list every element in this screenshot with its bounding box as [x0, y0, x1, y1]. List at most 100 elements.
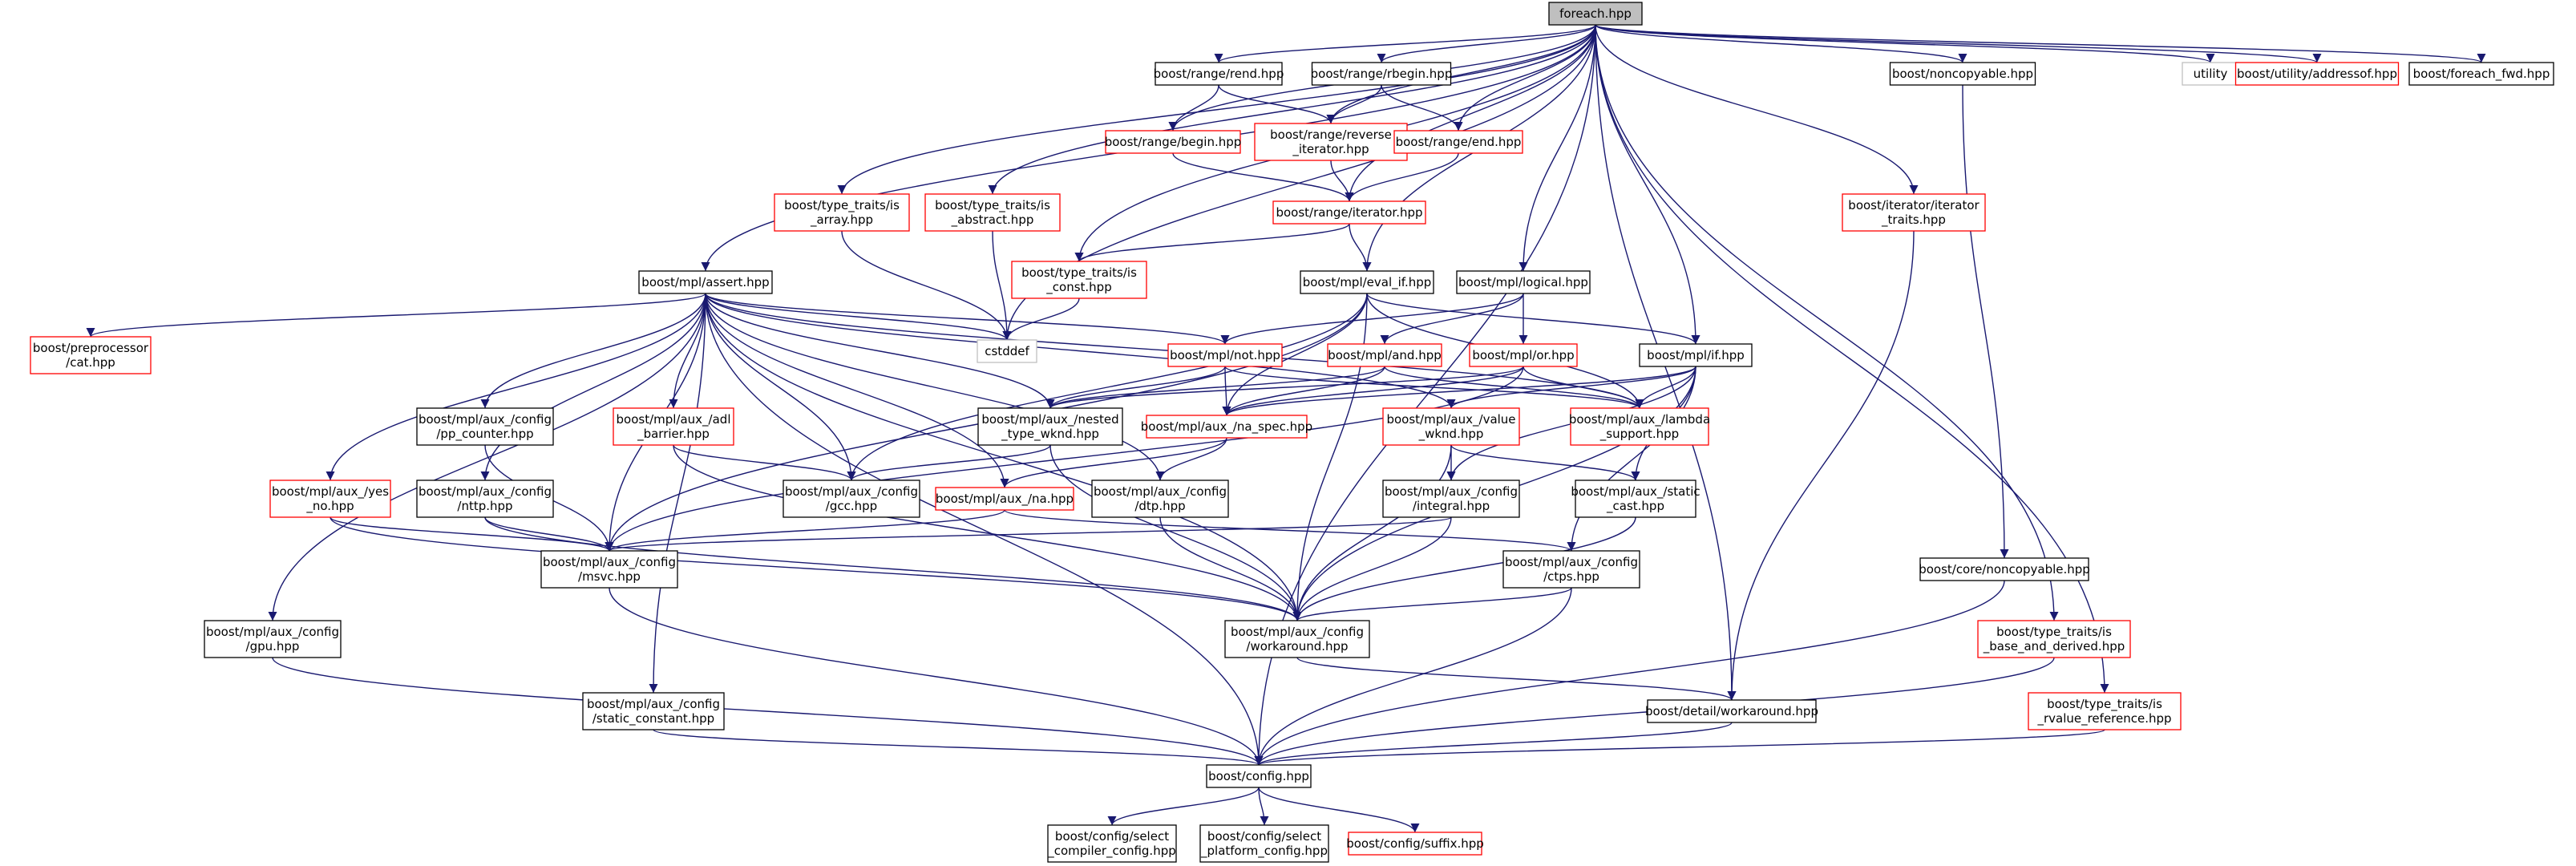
- node-core-noncopyable[interactable]: boost/core/noncopyable.hpp: [1919, 557, 2090, 581]
- node-mpl-or[interactable]: boost/mpl/or.hpp: [1469, 343, 1578, 367]
- node-rend[interactable]: boost/range/rend.hpp: [1154, 62, 1284, 86]
- node-label-line: boost/mpl/and.hpp: [1328, 348, 1442, 362]
- node-integral[interactable]: boost/mpl/aux_/config/integral.hpp: [1382, 480, 1520, 518]
- node-mpl-and[interactable]: boost/mpl/and.hpp: [1327, 343, 1442, 367]
- edge-mpl_if-to-value_wknd: [1446, 366, 1696, 409]
- node-value-wknd[interactable]: boost/mpl/aux_/value_wknd.hpp: [1382, 407, 1520, 446]
- node-nttp[interactable]: boost/mpl/aux_/config/nttp.hpp: [416, 480, 554, 518]
- node-label: boost/mpl/aux_/config/ctps.hpp: [1505, 555, 1638, 584]
- node-utility[interactable]: utility: [2182, 62, 2239, 86]
- node-config[interactable]: boost/config.hpp: [1206, 764, 1312, 788]
- node-is-const[interactable]: boost/type_traits/is_const.hpp: [1011, 261, 1147, 299]
- node-cstddef[interactable]: cstddef: [977, 339, 1037, 363]
- edge-mpl_if-to-lambda_support: [1635, 366, 1696, 409]
- node-label-line: boost/type_traits/is: [935, 198, 1050, 213]
- node-suffix[interactable]: boost/config/suffix.hpp: [1346, 832, 1484, 856]
- node-eval-if[interactable]: boost/mpl/eval_if.hpp: [1300, 270, 1434, 294]
- node-label: boost/config/suffix.hpp: [1346, 836, 1484, 851]
- node-addressof[interactable]: boost/utility/addressof.hpp: [2234, 62, 2400, 86]
- node-mpl-assert[interactable]: boost/mpl/assert.hpp: [638, 270, 773, 294]
- node-pp-counter[interactable]: boost/mpl/aux_/config/pp_counter.hpp: [416, 407, 554, 446]
- edge-mpl_assert-to-dtp: [705, 293, 1165, 481]
- node-yes-no[interactable]: boost/mpl/aux_/yes_no.hpp: [269, 480, 391, 518]
- node-label-line: boost/mpl/aux_/config: [1385, 484, 1518, 500]
- node-label-line: boost/noncopyable.hpp: [1892, 67, 2033, 81]
- node-foreach[interactable]: foreach.hpp: [1548, 2, 1643, 26]
- node-detail-workaround[interactable]: boost/detail/workaround.hpp: [1645, 699, 1818, 723]
- node-label-line: boost/mpl/aux_/config: [785, 484, 918, 500]
- node-label: boost/mpl/aux_/lambda_support.hpp: [1569, 412, 1710, 442]
- node-box: [1146, 415, 1308, 439]
- node-label: boost/mpl/aux_/na_spec.hpp: [1141, 419, 1312, 435]
- node-label-line: boost/mpl/aux_/lambda: [1569, 412, 1710, 427]
- node-label: boost/type_traits/is_base_and_derived.hp…: [1983, 625, 2125, 654]
- node-mpl-if[interactable]: boost/mpl/if.hpp: [1639, 343, 1753, 367]
- node-label: boost/mpl/aux_/config/dtp.hpp: [1094, 484, 1227, 513]
- node-label-line: boost/range/rend.hpp: [1154, 67, 1284, 81]
- node-label-line: /gcc.hpp: [826, 499, 877, 513]
- node-mpl-na[interactable]: boost/mpl/aux_/na.hpp: [935, 487, 1074, 511]
- node-foreach-fwd[interactable]: boost/foreach_fwd.hpp: [2408, 62, 2554, 86]
- node-label-line: boost/mpl/aux_/config: [543, 555, 676, 570]
- edge-rvalue_reference-to-config: [1255, 729, 2105, 766]
- node-nested-type-wknd[interactable]: boost/mpl/aux_/nested_type_wknd.hpp: [977, 407, 1123, 446]
- node-static-cast[interactable]: boost/mpl/aux_/static_cast.hpp: [1571, 480, 1700, 518]
- node-noncopyable[interactable]: boost/noncopyable.hpp: [1889, 62, 2036, 86]
- node-label: boost/foreach_fwd.hpp: [2413, 67, 2550, 82]
- node-pp-cat[interactable]: boost/preprocessor/cat.hpp: [30, 336, 152, 374]
- node-is-abstract[interactable]: boost/type_traits/is_abstract.hpp: [924, 193, 1061, 232]
- node-label-line: boost/mpl/aux_/config: [587, 697, 720, 712]
- node-dtp[interactable]: boost/mpl/aux_/config/dtp.hpp: [1091, 480, 1229, 518]
- node-gcc[interactable]: boost/mpl/aux_/config/gcc.hpp: [783, 480, 920, 518]
- node-box: [977, 339, 1037, 363]
- node-end[interactable]: boost/range/end.hpp: [1393, 130, 1523, 154]
- node-lambda-support[interactable]: boost/mpl/aux_/lambda_support.hpp: [1569, 407, 1710, 446]
- node-label-line: boost/config/select: [1055, 829, 1169, 844]
- node-label-line: boost/mpl/aux_/config: [419, 412, 552, 427]
- node-box: [1977, 620, 2131, 658]
- node-label-line: boost/mpl/aux_/na_spec.hpp: [1141, 419, 1312, 435]
- node-label: boost/mpl/aux_/config/integral.hpp: [1385, 484, 1518, 513]
- node-box: [1348, 832, 1482, 856]
- edge-mpl_assert-to-pp_counter: [480, 293, 706, 409]
- node-label-line: boost/mpl/aux_/config: [1231, 625, 1364, 640]
- node-gpu[interactable]: boost/mpl/aux_/config/gpu.hpp: [204, 620, 342, 658]
- node-msvc[interactable]: boost/mpl/aux_/config/msvc.hpp: [540, 550, 678, 589]
- node-label-line: boost/mpl/or.hpp: [1472, 348, 1574, 362]
- node-static-constant[interactable]: boost/mpl/aux_/config/static_constant.hp…: [582, 692, 725, 730]
- node-reverse-iterator[interactable]: boost/range/reverse_iterator.hpp: [1254, 123, 1408, 161]
- node-select-platform[interactable]: boost/config/select_platform_config.hpp: [1199, 824, 1329, 863]
- node-box: [935, 487, 1074, 511]
- node-mpl-workaround[interactable]: boost/mpl/aux_/config/workaround.hpp: [1224, 620, 1370, 658]
- edge-nested_type_wknd-to-mpl_workaround: [1049, 444, 1302, 621]
- node-ctps[interactable]: boost/mpl/aux_/config/ctps.hpp: [1502, 550, 1640, 589]
- node-box: [1311, 62, 1452, 86]
- node-base-and-derived[interactable]: boost/type_traits/is_base_and_derived.hp…: [1977, 620, 2131, 658]
- node-label-line: _platform_config.hpp: [1200, 844, 1328, 859]
- node-adl-barrier[interactable]: boost/mpl/aux_/adl_barrier.hpp: [613, 407, 734, 446]
- node-mpl-not[interactable]: boost/mpl/not.hpp: [1167, 343, 1283, 367]
- node-range-iterator[interactable]: boost/range/iterator.hpp: [1272, 200, 1426, 225]
- edge-foreach-to-rbegin: [1377, 24, 1596, 63]
- node-logical[interactable]: boost/mpl/logical.hpp: [1456, 270, 1591, 294]
- node-na-spec[interactable]: boost/mpl/aux_/na_spec.hpp: [1141, 415, 1312, 439]
- edge-foreach-to-rend: [1214, 24, 1596, 63]
- node-label: boost/mpl/if.hpp: [1647, 348, 1745, 362]
- edge-nttp-to-msvc: [484, 516, 614, 552]
- node-label-line: boost/mpl/aux_/config: [1094, 484, 1227, 500]
- node-iterator-traits[interactable]: boost/iterator/iterator_traits.hpp: [1842, 193, 1986, 232]
- edge-mpl_assert-to-yes_no: [326, 293, 706, 481]
- node-begin[interactable]: boost/range/begin.hpp: [1105, 130, 1242, 154]
- node-select-compiler[interactable]: boost/config/select_compiler_config.hpp: [1047, 824, 1177, 863]
- edge-mpl_workaround-to-detail_workaround: [1296, 657, 1737, 701]
- node-is-array[interactable]: boost/type_traits/is_array.hpp: [774, 193, 910, 232]
- node-label-line: boost/foreach_fwd.hpp: [2413, 67, 2550, 82]
- node-label-line: boost/mpl/aux_/na.hpp: [936, 492, 1074, 507]
- edge-dtp-to-mpl_workaround: [1159, 516, 1302, 621]
- edge-foreach-to-iterator_traits: [1595, 24, 1919, 195]
- node-label-line: /dtp.hpp: [1134, 499, 1185, 513]
- node-box: [1254, 123, 1408, 161]
- node-label: boost/mpl/or.hpp: [1472, 348, 1574, 362]
- node-rvalue-reference[interactable]: boost/type_traits/is_rvalue_reference.hp…: [2028, 692, 2182, 730]
- node-rbegin[interactable]: boost/range/rbegin.hpp: [1311, 62, 1453, 86]
